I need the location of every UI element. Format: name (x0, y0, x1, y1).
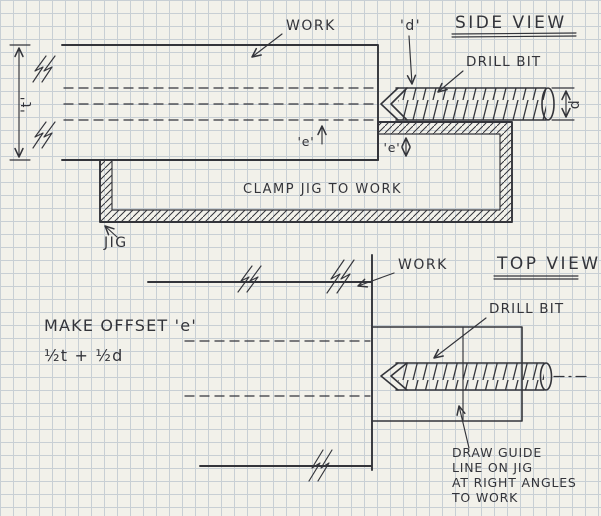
e-dim-work-label: 'e' (298, 134, 315, 149)
t-dim-extension-ticks (9, 44, 31, 161)
guide-note-line3: AT RIGHT ANGLES (452, 475, 577, 490)
drill-bit-tip-side (380, 87, 408, 121)
d-callout-arrow (406, 35, 417, 85)
d-dim-extension-ticks (551, 87, 575, 121)
jig-leader (104, 225, 118, 238)
work-outline-top (147, 254, 373, 471)
drill-bit-endcap-side (541, 87, 555, 121)
guide-note-line4: TO WORK (451, 490, 518, 505)
jig-outline (99, 121, 513, 223)
hole-dashed-lines-top (184, 340, 371, 397)
drill-bit-label-side: DRILL BIT (466, 54, 541, 70)
offset-note-line1: MAKE OFFSET 'e' (44, 316, 197, 335)
drill-bit-body-top (398, 363, 544, 390)
offset-note-line2: ½t + ½d (44, 346, 123, 365)
e-dim-jig-label: 'e' (384, 140, 401, 155)
drill-bit-endcap-top (539, 362, 553, 391)
hole-dashed-lines-side (63, 87, 375, 121)
d-dim-label: d (567, 99, 583, 109)
jig-hatch-bands (100, 122, 512, 222)
t-dim-label: 't' (19, 95, 35, 113)
work-label-top: WORK (398, 257, 448, 273)
top-view-title: TOP VIEW (496, 254, 601, 274)
work-label-side: WORK (286, 18, 336, 34)
guide-note-line1: DRAW GUIDE (452, 445, 542, 460)
d-callout-label: 'd' (400, 18, 421, 34)
clamp-note: CLAMP JIG TO WORK (243, 182, 402, 197)
jig-label: JIG (103, 235, 128, 251)
jig-inner-line (111, 133, 501, 211)
work-outline-side (61, 44, 379, 161)
drill-bit-leader-side (437, 70, 464, 93)
drill-bit-leader-top (433, 317, 487, 359)
drill-bit-edges-side (395, 87, 547, 121)
top-view-title-underline (493, 275, 579, 280)
side-view-title-underline (451, 32, 577, 38)
work-leader-side (251, 33, 283, 58)
work-break-marks-side (32, 55, 56, 149)
drill-bit-edges-top (395, 362, 545, 391)
drill-bit-body-side (398, 88, 546, 120)
top-view: WORK DRILL BIT TOP VIEW MAKE OFFSET 'e' … (44, 254, 601, 505)
side-view-title: SIDE VIEW (455, 13, 567, 33)
side-view: 't' 'e' d 'd' WORK DRILL BIT SIDE VIEW C… (9, 13, 583, 251)
guide-note-line2: LINE ON JIG (452, 460, 533, 475)
drill-bit-label-top: DRILL BIT (489, 301, 564, 317)
work-leader-top (357, 272, 395, 288)
work-break-marks-top (237, 259, 355, 482)
guide-note-leader (456, 405, 470, 449)
drill-bit-tip-top (380, 362, 408, 391)
